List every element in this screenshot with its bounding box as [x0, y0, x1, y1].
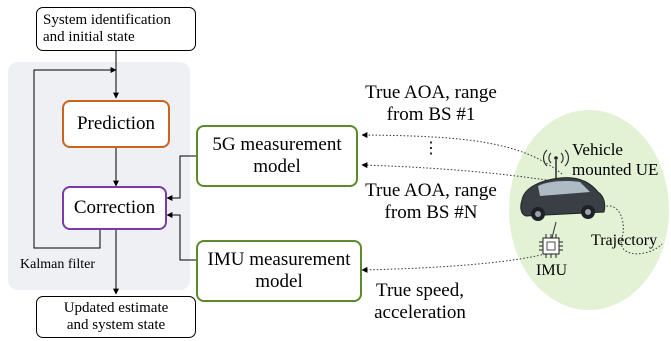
- updated-estimate-box: Updated estimate and system state: [36, 296, 196, 338]
- arrow-5g-to-correction: [166, 155, 196, 201]
- signal-bsN-line: [361, 162, 561, 183]
- signal-imu-label: True speed, acceleration: [374, 280, 466, 323]
- signal-dots: ⋮: [423, 140, 439, 157]
- kalman-filter-label: Kalman filter: [20, 257, 96, 272]
- car-icon: [520, 177, 606, 221]
- imu-label: IMU: [536, 262, 568, 279]
- signal-imu-line: [361, 251, 553, 273]
- trajectory-label: Trajectory: [591, 232, 658, 249]
- system-identification-box: System identification and initial state: [36, 7, 196, 51]
- imu-wire: [551, 221, 557, 239]
- antenna-icon: [543, 149, 569, 180]
- signal-bs1-label: True AOA, range from BS #1: [365, 82, 497, 125]
- 5g-measurement-model-box: 5G measurement model: [196, 125, 358, 187]
- imu-chip-icon: [539, 234, 563, 258]
- signal-bs1-line: [361, 132, 563, 175]
- arrow-imu-to-correction: [166, 212, 196, 261]
- imu-measurement-model-box: IMU measurement model: [196, 240, 362, 302]
- correction-box: Correction: [62, 186, 167, 230]
- trajectory-path: [597, 205, 663, 255]
- signal-bsN-label: True AOA, range from BS #N: [365, 180, 497, 223]
- vehicle-label: Vehicle mounted UE: [572, 140, 659, 179]
- prediction-box: Prediction: [62, 100, 170, 148]
- feedback-loop: [33, 67, 117, 249]
